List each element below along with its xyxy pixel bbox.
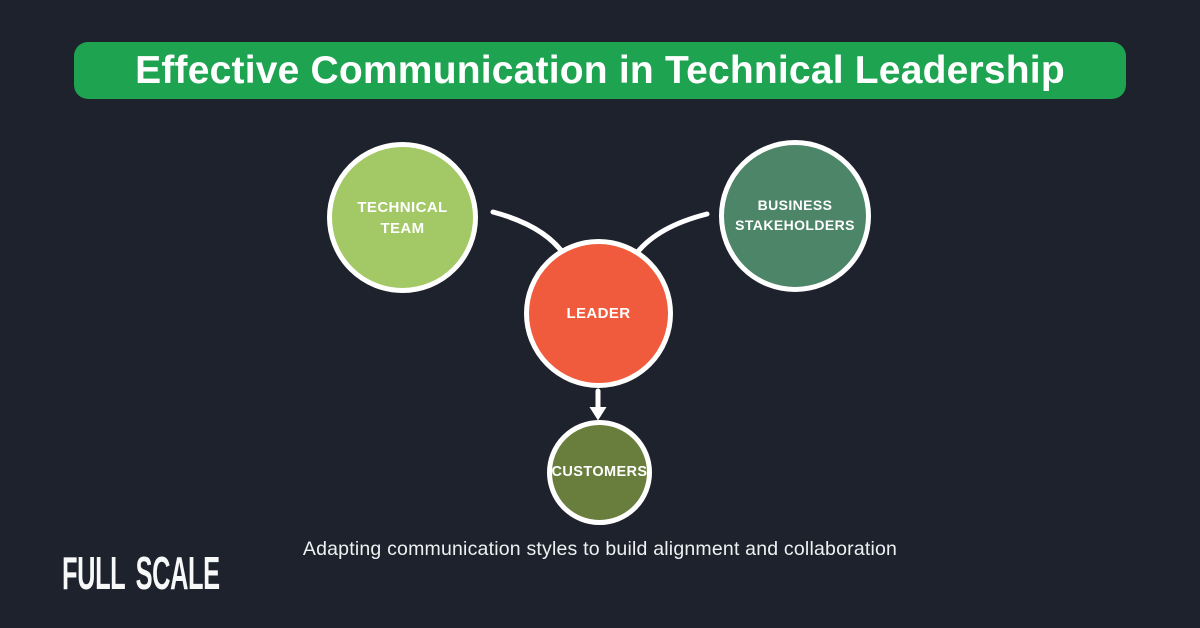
title-banner: Effective Communication in Technical Lea… <box>74 42 1126 99</box>
node-technical-team-label: TECHNICAL TEAM <box>357 198 448 237</box>
node-leader-label: LEADER <box>566 305 631 322</box>
node-customers: CUSTOMERS <box>547 420 652 525</box>
node-business-stakeholders-label: BUSINESS STAKEHOLDERS <box>735 197 855 233</box>
arrow-leader-to-customers <box>589 388 607 421</box>
node-leader: LEADER <box>524 239 673 388</box>
caption-text: Adapting communication styles to build a… <box>302 538 898 560</box>
full-scale-logo: FULL SCALE <box>62 547 254 600</box>
arrow-head-icon <box>589 407 607 421</box>
node-technical-team: TECHNICAL TEAM <box>327 142 478 293</box>
node-customers-label: CUSTOMERS <box>551 464 648 481</box>
full-scale-logo-text: FULL SCALE <box>62 547 220 600</box>
node-business-stakeholders: BUSINESS STAKEHOLDERS <box>719 140 871 292</box>
page-title: Effective Communication in Technical Lea… <box>135 48 1065 92</box>
